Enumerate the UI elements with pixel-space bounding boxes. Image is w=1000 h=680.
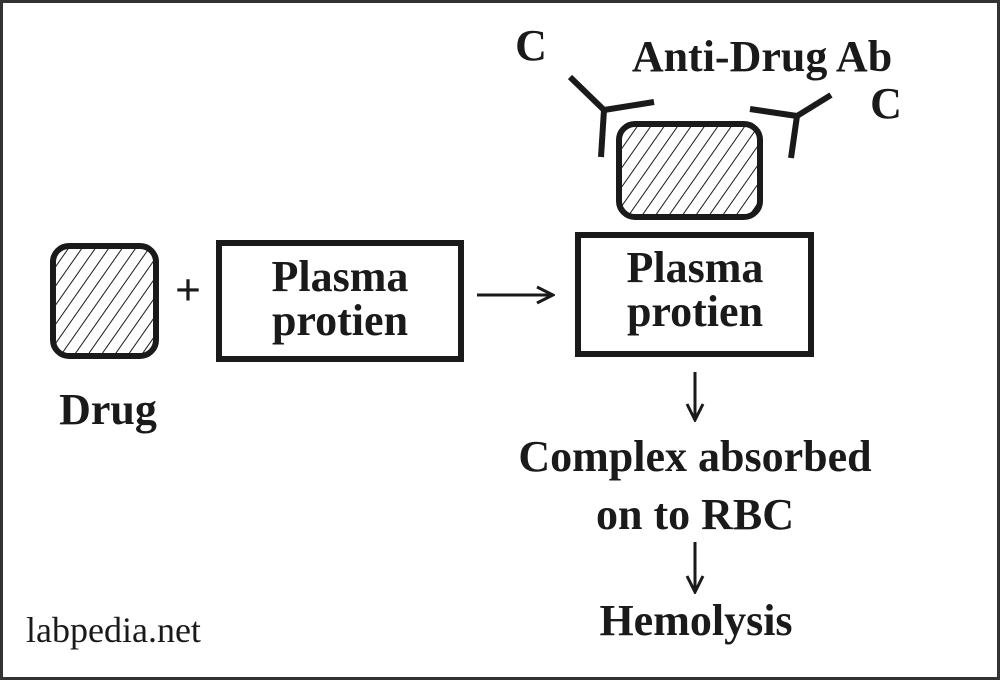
complement-left-label: C (515, 21, 547, 70)
watermark-text: labpedia.net (26, 610, 201, 650)
complex-absorbed-line1: Complex absorbed (518, 432, 871, 481)
drug-label: Drug (59, 385, 157, 434)
plasma-protein-left-line1: Plasma (272, 252, 409, 301)
plasma-protein-left-line2: protien (272, 296, 408, 345)
complex-absorbed-line2: on to RBC (596, 490, 794, 539)
antibody-left-icon (567, 74, 655, 158)
plus-sign: + (175, 264, 201, 315)
antibody-right-icon (749, 92, 833, 159)
bound-drug-molecule (616, 121, 763, 220)
plasma-protein-box-left (216, 240, 464, 362)
hemolysis-label: Hemolysis (599, 596, 792, 645)
drug-molecule (50, 243, 159, 359)
plasma-protein-right-line2: protien (627, 287, 763, 336)
plasma-protein-box-right (575, 232, 814, 357)
plasma-protein-right-line1: Plasma (627, 243, 764, 292)
complement-right-label: C (870, 79, 902, 128)
anti-drug-ab-label: Anti-Drug Ab (632, 32, 892, 81)
